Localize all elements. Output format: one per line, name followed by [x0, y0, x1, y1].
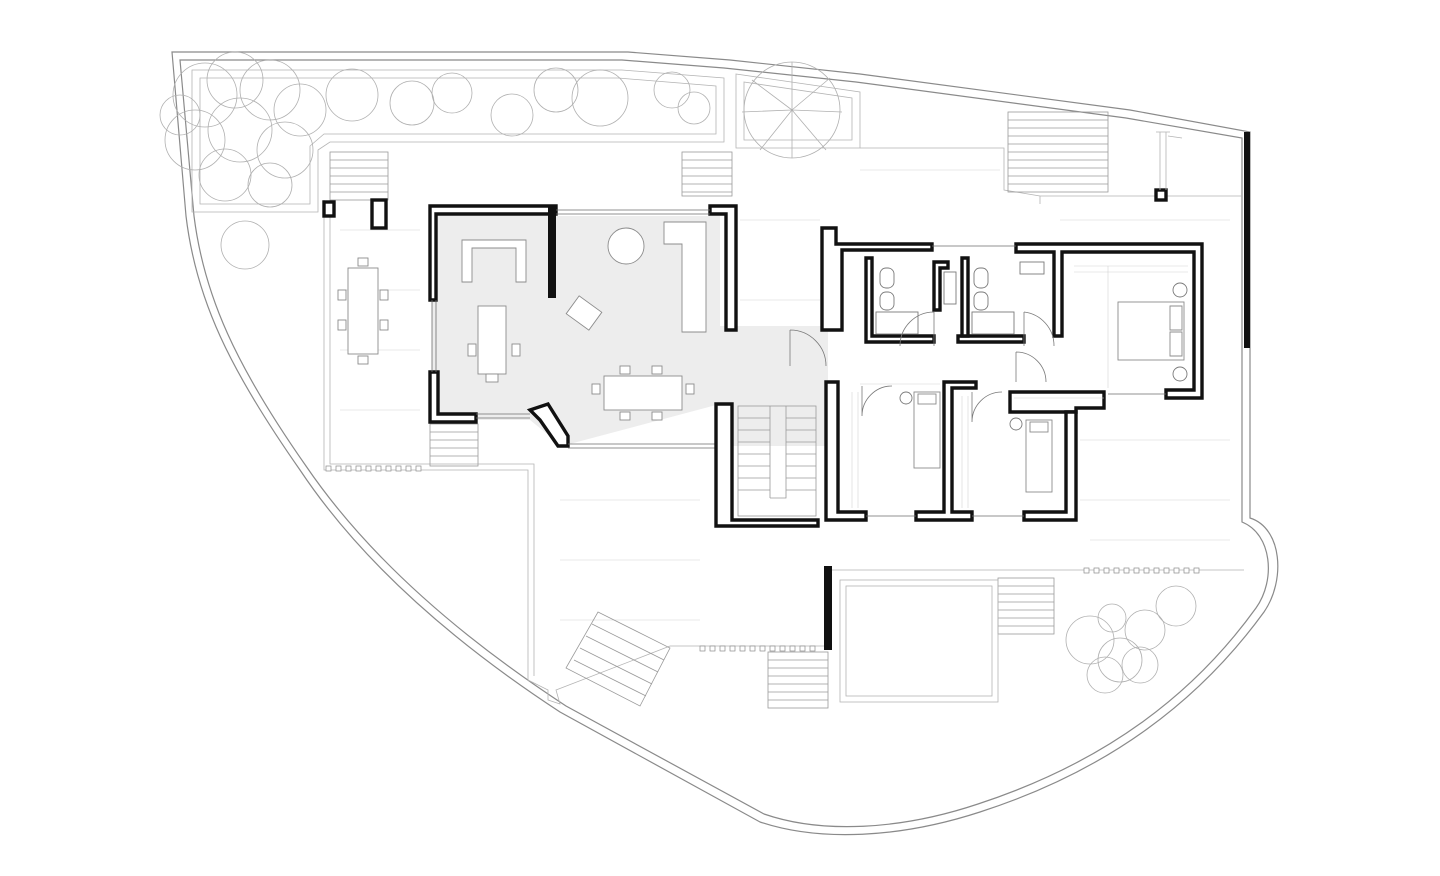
- outdoor-dining-set: [337, 257, 389, 365]
- tree: [490, 93, 534, 137]
- kitchen-island: [477, 305, 507, 375]
- living-dining-kitchen: [428, 204, 828, 449]
- stair-bottom-center: [767, 651, 829, 709]
- tree: [389, 80, 435, 126]
- tree: [571, 69, 629, 127]
- sink-icon: [1019, 261, 1045, 275]
- tree: [325, 68, 379, 122]
- site-boundary: [171, 51, 1279, 836]
- trees: [159, 51, 1197, 694]
- swimming-pool: [839, 579, 999, 703]
- tree-top-center: [741, 61, 843, 159]
- tree-cluster-bottom-right: [1065, 603, 1166, 694]
- outdoor-table: [347, 267, 379, 355]
- terrace-edge-dashes: [325, 465, 1200, 652]
- bedroom-2: [851, 385, 941, 508]
- toilet-icon: [973, 267, 989, 289]
- stair-top-right: [1007, 111, 1109, 193]
- bathroom-1: [864, 256, 957, 347]
- dining-table: [603, 375, 683, 411]
- tree: [431, 72, 473, 114]
- tree: [1155, 585, 1197, 627]
- stair-bottom-diagonal: [565, 611, 671, 707]
- central-staircase: [714, 402, 820, 528]
- bidet-icon: [973, 291, 989, 311]
- sink-icon: [943, 271, 957, 305]
- single-bed: [913, 391, 941, 469]
- garden-planter: [191, 69, 861, 213]
- stair-terrace-left: [429, 423, 479, 467]
- tree: [220, 220, 270, 270]
- sofa: [663, 221, 707, 333]
- shower-tray: [875, 311, 919, 335]
- armchair: [565, 295, 603, 331]
- bidet-icon: [879, 291, 895, 311]
- stair-top-center: [681, 151, 733, 197]
- night-wing-walls: [820, 226, 1204, 522]
- entry-door: [789, 329, 827, 367]
- wardrobe: [1074, 265, 1188, 388]
- tree: [677, 91, 711, 125]
- shower-tray: [971, 311, 1015, 335]
- bedroom-3: [961, 391, 1053, 508]
- kitchen-counter: [461, 239, 527, 283]
- tree-cluster-top-left: [159, 51, 327, 208]
- tree: [653, 71, 691, 109]
- stair-bottom-right: [997, 577, 1055, 635]
- master-bedroom: [1015, 265, 1188, 388]
- bathroom-2: [956, 256, 1055, 347]
- tree: [533, 67, 579, 113]
- stair-top-left: [329, 151, 389, 201]
- exterior-piers: [322, 131, 1250, 650]
- terrace: [323, 147, 1244, 705]
- round-table: [607, 227, 645, 265]
- toilet-icon: [879, 267, 895, 289]
